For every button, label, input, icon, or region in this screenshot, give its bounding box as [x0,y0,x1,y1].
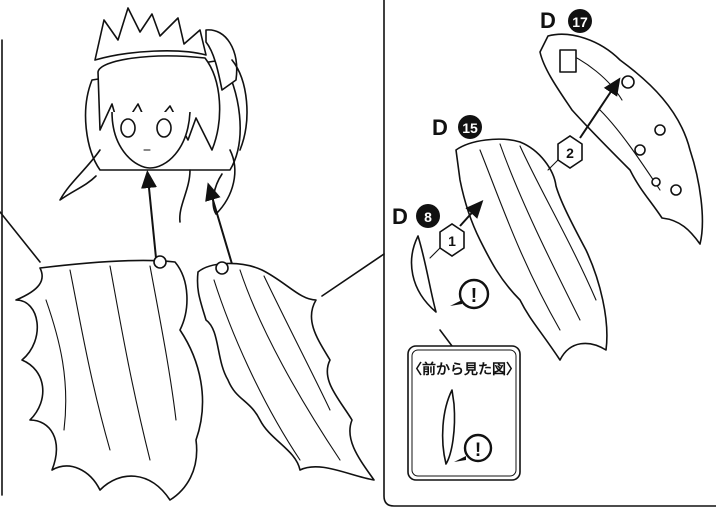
head-figure [59,7,248,223]
long-hair-left [15,255,204,501]
part-d17-letter: D [540,8,556,33]
step-1-marker: 1 [429,200,484,259]
part-d15-number: 15 [462,120,478,136]
part-d8-front-view [441,389,456,465]
arrow-hair-right-to-head [205,182,233,265]
arrow-step-1 [459,200,484,227]
part-d15-letter: D [432,115,448,140]
right-panel-border [383,0,716,507]
part-d15-badge [458,115,482,139]
left-panel [0,7,375,501]
arrow-hair-left-to-head [141,170,157,259]
part-d8-letter: D [392,204,408,229]
head-gear [205,29,238,91]
caution-icon-front-view [463,433,493,463]
part-d17: D 17 [539,8,704,245]
step-2-number: 2 [566,145,574,161]
long-hair-right [196,261,375,481]
right-panel: D 17 D 15 D 8 [321,0,716,507]
step-1-number: 1 [448,233,456,249]
step-2-marker: 2 [547,77,621,171]
part-d17-badge [568,9,592,33]
bangs [97,55,221,151]
callout-leader-right [321,253,385,297]
svg-text:!: ! [471,285,478,307]
part-d8-number: 8 [424,209,432,225]
part-d8-badge [416,204,440,228]
part-d15: D 15 [432,115,608,361]
part-d17-number: 17 [572,14,588,30]
caution-icon [458,278,490,310]
arrow-step-2 [579,77,621,139]
front-view-label: 〈前から見た図〉 [408,361,520,377]
callout-leader-left [0,211,41,263]
crown [94,7,207,61]
svg-text:!: ! [475,440,481,461]
part-d8: D 8 [392,204,440,313]
front-view-callout: 〈前から見た図〉 ! [407,329,521,481]
caution-marker: ! [450,278,490,310]
